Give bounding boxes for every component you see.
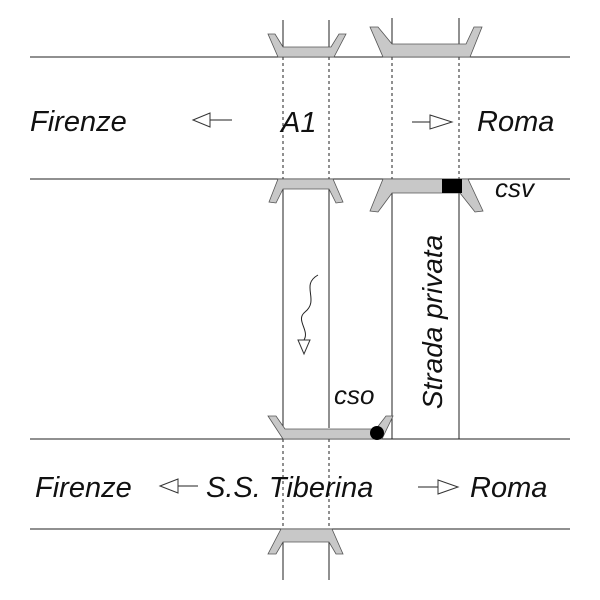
arrow-left-icon <box>158 478 198 494</box>
arrow-left-icon <box>191 112 232 128</box>
parapet-mid-right <box>369 178 484 213</box>
parapet-top-right <box>369 26 483 58</box>
label-firenze-bottom: Firenze <box>35 472 132 504</box>
label-firenze-top: Firenze <box>30 106 127 138</box>
label-csv: csv <box>495 173 536 203</box>
arrow-right-icon <box>412 114 454 130</box>
label-a1: A1 <box>279 107 316 139</box>
flow-arrow-icon <box>297 274 319 356</box>
label-roma-top: Roma <box>477 106 554 138</box>
csv-marker <box>442 179 462 193</box>
parapet-bottom <box>267 528 344 555</box>
left-crossing-road <box>282 20 330 580</box>
parapet-cso <box>267 415 394 440</box>
cso-marker <box>370 426 384 440</box>
label-cso: cso <box>334 380 374 410</box>
label-roma-bottom: Roma <box>470 472 547 504</box>
arrow-right-icon <box>418 479 460 495</box>
private-road <box>391 18 460 439</box>
label-strada-privata: Strada privata <box>417 235 448 409</box>
parapet-top-left <box>267 33 347 58</box>
label-ss-tiberina: S.S. Tiberina <box>206 472 373 504</box>
parapet-mid-left <box>268 178 344 204</box>
